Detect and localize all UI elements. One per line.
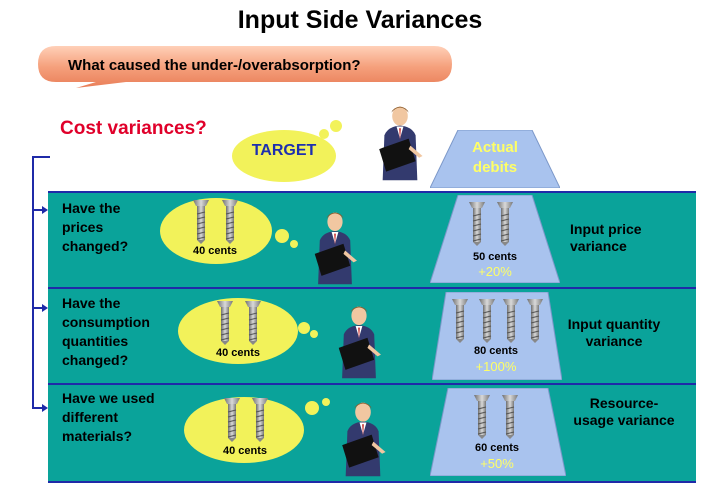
person-icon <box>314 212 357 285</box>
target-oval <box>184 397 330 463</box>
screw-icon <box>217 301 233 345</box>
bracket-tick-1 <box>32 209 44 211</box>
actual-label-line2: debits <box>472 159 518 176</box>
actual-trapezoid <box>432 292 562 380</box>
question-line: different <box>62 409 118 425</box>
actual-debits-trapezoid <box>430 130 560 188</box>
target-oval <box>160 198 298 264</box>
actual-price: 60 cents <box>474 442 520 454</box>
screw-icon <box>452 299 468 343</box>
variance-label-price: Input price variance <box>562 221 680 255</box>
target-price: 40 cents <box>215 347 261 359</box>
target-label: TARGET <box>251 142 317 159</box>
question-line: Have the <box>62 295 121 311</box>
row-question-price: Have the prices changed? <box>62 199 128 256</box>
actual-trapezoid <box>430 388 566 476</box>
variance-line: usage variance <box>573 412 675 428</box>
bracket-tick-3 <box>32 407 44 409</box>
question-line: changed? <box>62 238 129 254</box>
question-line: prices <box>62 219 104 235</box>
variance-line: variance <box>570 238 627 254</box>
actual-debits-label: Actual debits <box>440 138 550 178</box>
screw-icon <box>474 395 490 439</box>
question-line: consumption <box>62 314 150 330</box>
question-text: What caused the under-/overabsorption? <box>68 57 361 74</box>
change-percent: +50% <box>480 456 514 471</box>
arrow-right-icon <box>42 404 48 412</box>
question-line: changed? <box>62 352 129 368</box>
variance-label-materials: Resource- usage variance <box>562 395 686 429</box>
question-bubble <box>38 46 452 88</box>
target-price: 40 cents <box>192 245 238 257</box>
arrow-right-icon <box>42 206 48 214</box>
actual-label-line1: Actual <box>472 139 518 156</box>
person-icon <box>379 106 423 181</box>
variance-line: Input price <box>570 221 642 237</box>
screw-icon <box>245 301 261 345</box>
screw-icon <box>527 299 543 343</box>
actual-price: 50 cents <box>472 251 518 263</box>
variance-line: Resource- <box>589 395 659 411</box>
question-line: Have we used <box>62 390 155 406</box>
target-thought-bubble <box>232 120 342 182</box>
screw-icon <box>222 200 238 244</box>
target-price: 40 cents <box>222 445 268 457</box>
variance-band-price <box>48 191 696 287</box>
actual-trapezoid <box>430 195 560 283</box>
screw-icon <box>469 202 485 246</box>
question-line: materials? <box>62 428 133 444</box>
variance-line: Input quantity <box>567 316 661 332</box>
screw-icon <box>497 202 513 246</box>
person-icon <box>342 402 386 477</box>
bracket-top-line <box>32 156 50 158</box>
bracket-line <box>32 156 34 409</box>
target-oval <box>178 298 318 364</box>
person-icon <box>338 306 381 379</box>
screw-icon <box>252 398 268 442</box>
change-percent: +100% <box>475 359 517 374</box>
actual-price: 80 cents <box>473 345 519 357</box>
variance-label-quantity: Input quantity variance <box>556 316 672 350</box>
cost-variances-heading: Cost variances? <box>60 118 207 139</box>
screw-icon <box>503 299 519 343</box>
question-line: quantities <box>62 333 129 349</box>
screw-icon <box>502 395 518 439</box>
screw-icon <box>479 299 495 343</box>
screw-icon <box>193 200 209 244</box>
row-question-materials: Have we used different materials? <box>62 389 155 446</box>
change-percent: +20% <box>478 264 512 279</box>
screw-icon <box>224 398 240 442</box>
page-title: Input Side Variances <box>237 6 483 34</box>
question-line: Have the <box>62 200 121 216</box>
row-question-quantity: Have the consumption quantities changed? <box>62 294 150 370</box>
bracket-tick-2 <box>32 307 44 309</box>
arrow-right-icon <box>42 304 48 312</box>
variance-line: variance <box>585 333 643 349</box>
